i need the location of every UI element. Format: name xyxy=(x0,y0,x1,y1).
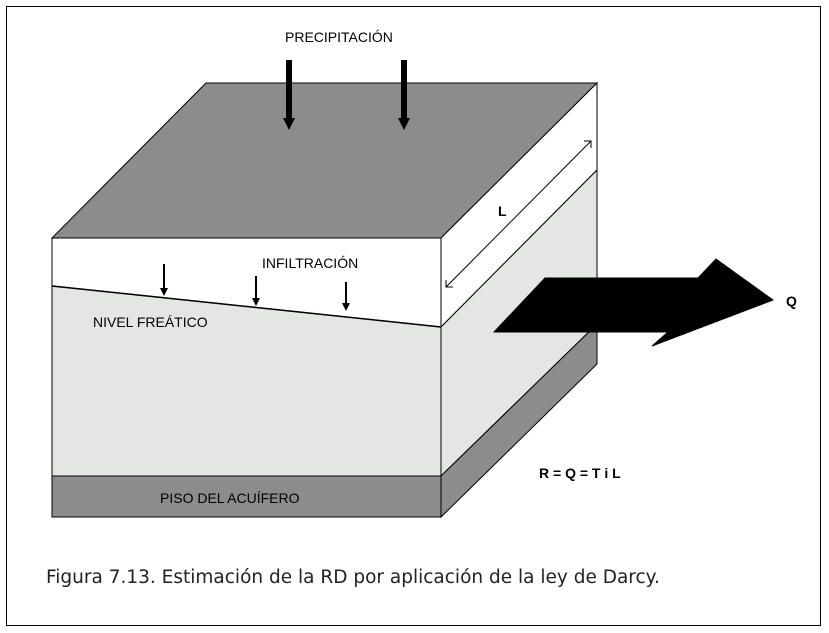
infiltration-label: INFILTRACIÓN xyxy=(262,255,358,271)
formula-label: R = Q = T i L xyxy=(539,465,621,481)
length-label: L xyxy=(498,203,507,219)
figure-caption: Figura 7.13. Estimación de la RD por apl… xyxy=(46,567,660,588)
precipitation-arrow xyxy=(398,60,410,130)
precipitation-label: PRECIPITACIÓN xyxy=(285,29,393,45)
aquifer-floor-label: PISO DEL ACUÍFERO xyxy=(160,490,300,506)
infiltration-arrow xyxy=(160,264,168,296)
discharge-arrow xyxy=(492,258,775,347)
water-table-label: NIVEL FREÁTICO xyxy=(93,314,208,330)
precipitation-arrow xyxy=(283,60,295,130)
aquifer-floor xyxy=(51,475,442,518)
infiltration-arrow xyxy=(342,282,350,311)
water-table-line xyxy=(51,285,442,328)
length-dimension xyxy=(445,140,592,288)
discharge-label: Q xyxy=(786,293,797,309)
infiltration-arrow xyxy=(252,276,260,306)
